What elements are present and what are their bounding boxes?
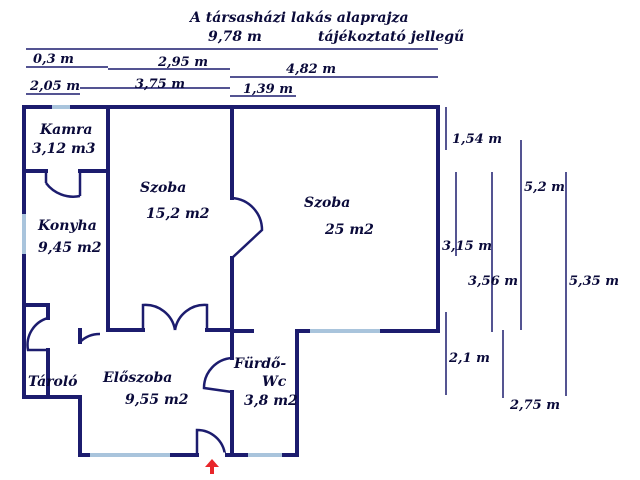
- dim-3-56: 3,56 m: [468, 274, 518, 289]
- door-rooms-arc: [231, 196, 264, 259]
- dim-1-39: 1,39 m: [243, 82, 293, 97]
- title-text: A társasházi lakás alaprajza: [188, 10, 409, 26]
- dim-5-2: 5,2 m: [524, 180, 565, 195]
- dim-4-82: 4,82 m: [286, 62, 336, 77]
- dim-2-1: 2,1 m: [448, 351, 490, 366]
- door-room1-left: [141, 303, 177, 331]
- room-konyha-area: 9,45 m2: [38, 240, 102, 256]
- dim-2-95: 2,95 m: [157, 55, 208, 70]
- doors: [26, 171, 264, 456]
- door-hall-left-arc: [79, 332, 101, 343]
- room-furdo-name-1: Fürdő-: [233, 356, 286, 372]
- room-furdo-area: 3,8 m2: [244, 393, 298, 409]
- dim-2-75: 2,75 m: [509, 398, 560, 413]
- dim-0-3: 0,3 m: [33, 52, 74, 67]
- room-kamra-name: Kamra: [39, 122, 93, 138]
- room-kamra-area: 3,12 m3: [32, 141, 96, 157]
- room-szoba2-name: Szoba: [304, 195, 350, 211]
- door-pantry-arc: [44, 182, 81, 198]
- dim-5-35: 5,35 m: [569, 274, 619, 289]
- dim-3-15: 3,15 m: [442, 239, 492, 254]
- dim-3-75: 3,75 m: [135, 77, 185, 92]
- room-furdo-name-2: Wc: [262, 374, 287, 390]
- dim-2-05: 2,05 m: [29, 79, 80, 94]
- door-storage-arc: [26, 316, 49, 352]
- total-width-label: 9,78 m: [208, 29, 262, 45]
- dim-1-54: 1,54 m: [452, 132, 502, 147]
- side-dimension-lines: [445, 107, 567, 398]
- room-eloszoba-name: Előszoba: [102, 370, 172, 386]
- door-bath-arc: [202, 356, 233, 394]
- door-entrance-arc: [195, 428, 227, 456]
- entrance-arrow-icon: [205, 459, 219, 474]
- door-room1-right: [173, 303, 209, 331]
- room-szoba2-area: 25 m2: [324, 222, 374, 238]
- room-szoba1-name: Szoba: [140, 180, 186, 196]
- windows: [22, 105, 380, 457]
- room-eloszoba-area: 9,55 m2: [125, 392, 189, 408]
- note-label: tájékoztató jellegű: [318, 29, 464, 45]
- room-tarolo-name: Tároló: [28, 374, 78, 390]
- room-konyha-name: Konyha: [37, 218, 97, 234]
- top-dimension-lines: [26, 48, 438, 97]
- room-szoba1-area: 15,2 m2: [146, 206, 210, 222]
- walls: [22, 105, 440, 457]
